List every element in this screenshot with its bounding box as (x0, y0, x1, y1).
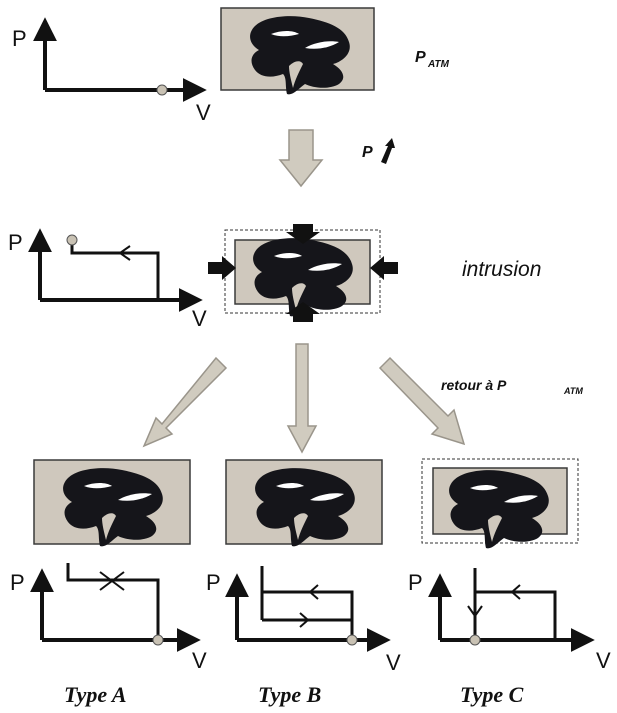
intrusion-label: intrusion (462, 258, 541, 281)
p-atm-label: P (415, 49, 426, 66)
sample-intrusion (208, 224, 398, 322)
label-p-increase: P (362, 138, 395, 164)
process-arrow-to-type-a (142, 356, 228, 448)
state-point (152, 634, 164, 646)
sample-type-b (225, 459, 383, 547)
pv-graph-type-b: P V (206, 566, 401, 675)
retour-label: retour à P (441, 377, 507, 393)
pv-graph-intrusion: P V (8, 228, 207, 331)
process-arrow-to-type-c (378, 356, 466, 446)
pressure-arrow-bottom (286, 302, 320, 322)
pressure-arrow-top (286, 224, 320, 244)
type-b-label: Type B (258, 682, 321, 707)
pressure-arrow-left (208, 256, 236, 280)
axis-v-label: V (596, 648, 611, 673)
process-arrow-to-type-b (286, 343, 318, 454)
dashed-boundary (421, 458, 579, 544)
cross-mark (99, 571, 125, 591)
type-a-label: Type A (64, 682, 127, 707)
label-retour: retour à P ATM (441, 377, 583, 396)
state-point (469, 634, 481, 646)
porous-grain (449, 470, 549, 549)
pressure-arrow-right (370, 256, 398, 280)
sample-type-c (421, 458, 579, 549)
state-point (156, 84, 168, 96)
label-p-atm: P ATM (415, 49, 450, 70)
axis-v-label: V (386, 650, 401, 675)
axis-p-label: P (12, 26, 27, 51)
pv-graph-type-c: P V (408, 568, 611, 673)
axis-v-label: V (196, 100, 211, 125)
sample-initial (220, 7, 375, 95)
p-increase-label: P (362, 144, 373, 161)
pv-graph-initial: P V (12, 17, 211, 125)
state-point (346, 634, 358, 646)
p-atm-subscript: ATM (427, 59, 450, 70)
axis-p-label: P (206, 570, 221, 595)
pv-graph-type-a: P V (10, 563, 207, 673)
process-arrow-compress (278, 129, 324, 188)
sample-type-a (33, 459, 191, 547)
axis-p-label: P (408, 570, 423, 595)
up-arrow-icon (381, 138, 395, 164)
retour-subscript: ATM (563, 386, 583, 396)
state-point (66, 234, 78, 246)
axis-v-label: V (192, 648, 207, 673)
axis-p-label: P (10, 570, 25, 595)
type-c-label: Type C (460, 682, 524, 707)
axis-p-label: P (8, 230, 23, 255)
axis-v-label: V (192, 306, 207, 331)
